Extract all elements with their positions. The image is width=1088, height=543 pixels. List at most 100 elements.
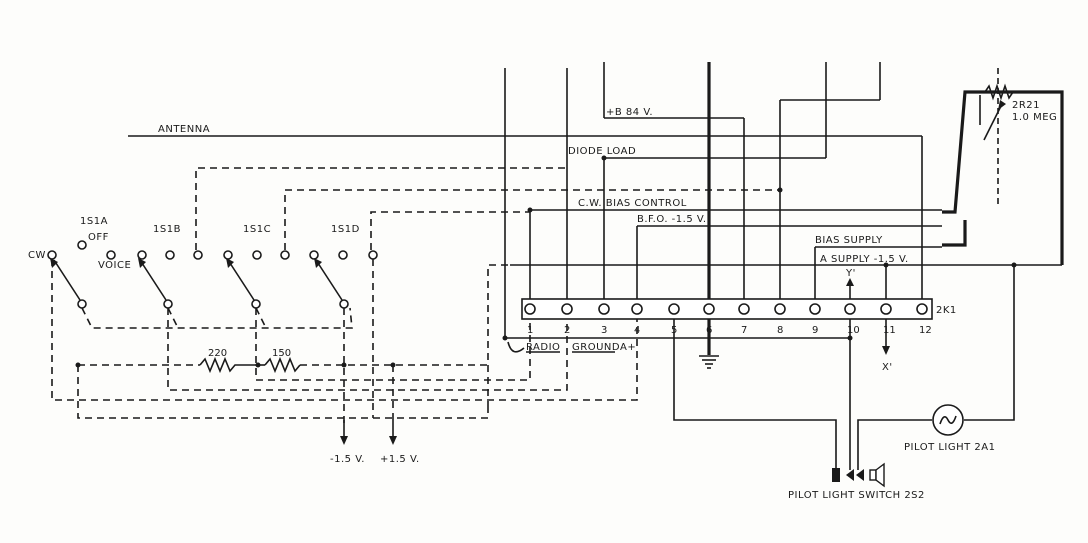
terminal-number: 7	[741, 325, 747, 336]
switch-arrow	[314, 258, 322, 268]
pilot-wire	[673, 319, 837, 470]
junction	[255, 362, 261, 368]
pot-resistor	[984, 83, 1014, 101]
s1b-label: 1S1B	[153, 224, 181, 235]
terminal-8	[774, 303, 786, 315]
y-prime-label: Y'	[845, 268, 856, 279]
switch-contact	[338, 250, 348, 260]
cw-label: CW	[28, 250, 46, 261]
junction	[502, 335, 508, 341]
terminal-10	[844, 303, 856, 315]
resistor-220	[199, 356, 255, 374]
dashed-wire	[167, 308, 568, 391]
a-plus-label: A+	[620, 342, 636, 353]
terminal-number: 8	[777, 325, 783, 336]
s1c-label: 1S1C	[243, 224, 271, 235]
junction	[883, 262, 889, 268]
terminal-number: 12	[919, 325, 932, 336]
pot-lead	[942, 90, 985, 214]
junction	[601, 155, 607, 161]
switch-contact	[106, 250, 116, 260]
b-plus-label: +B 84 V.	[606, 107, 653, 118]
bfo-label: B.F.O. -1.5 V.	[637, 214, 707, 225]
pilot-wire	[857, 419, 932, 470]
switch-pivot	[77, 299, 87, 309]
antenna-label: ANTENNA	[158, 124, 210, 135]
speaker-icon	[869, 469, 877, 481]
switch-contact	[368, 250, 378, 260]
switch-arrow	[138, 258, 146, 268]
switch-arm	[53, 259, 81, 301]
speaker-cone	[875, 462, 885, 488]
junction	[527, 207, 533, 213]
supply-arrow	[389, 436, 397, 445]
junction	[341, 362, 347, 368]
pot-name-label: 2R21	[1012, 100, 1040, 111]
terminal-6	[703, 303, 715, 315]
switch-contact	[223, 250, 233, 260]
switch-pivot	[339, 299, 349, 309]
switch-pivot	[251, 299, 261, 309]
s1d-label: 1S1D	[331, 224, 360, 235]
switch-gang	[255, 307, 267, 329]
x-arrow	[882, 346, 890, 355]
switch-pivot	[163, 299, 173, 309]
switch-contact	[856, 469, 864, 481]
ground-loop	[507, 341, 525, 353]
resistor-150	[264, 356, 301, 374]
switch-contact	[309, 250, 319, 260]
switch-contact	[193, 250, 203, 260]
pilot-light-label: PILOT LIGHT 2A1	[904, 442, 996, 453]
switch-contact	[846, 469, 854, 481]
terminal-number: 1	[527, 325, 533, 336]
pilot-switch-label: PILOT LIGHT SWITCH 2S2	[788, 490, 925, 501]
terminal-2	[561, 303, 573, 315]
s1a-label: 1S1A	[80, 216, 108, 227]
off-label: OFF	[88, 232, 109, 243]
terminal-9	[809, 303, 821, 315]
switch-contact	[280, 250, 290, 260]
terminal-4	[631, 303, 643, 315]
dashed-wire	[51, 259, 638, 401]
switch-contact	[47, 250, 57, 260]
neg-supply-label: -1.5 V.	[330, 454, 365, 465]
switch-arm	[139, 259, 167, 301]
pilot-wire	[964, 265, 1015, 421]
terminal-5	[668, 303, 680, 315]
radio-label: RADIO	[526, 342, 560, 353]
terminal-11	[880, 303, 892, 315]
switch-contact	[77, 240, 87, 250]
terminal-1	[524, 303, 536, 315]
junction	[777, 187, 783, 193]
terminal-number: 9	[812, 325, 818, 336]
switch-arrow	[226, 258, 234, 268]
switch-contact	[137, 250, 147, 260]
diode-load-label: DIODE LOAD	[568, 146, 636, 157]
voice-label: VOICE	[98, 260, 131, 271]
r220-label: 220	[208, 348, 227, 359]
terminal-block-label: 2K1	[936, 305, 957, 316]
terminal-number: 3	[601, 325, 607, 336]
pos-supply-label: +1.5 V.	[380, 454, 420, 465]
switch-arm	[315, 259, 343, 301]
dashed-wire	[77, 365, 489, 419]
switch-contact	[165, 250, 175, 260]
lamp-filament	[939, 415, 957, 425]
dashed-wire	[487, 264, 510, 408]
dashed-wire	[370, 211, 530, 250]
cw-bias-label: C.W. BIAS CONTROL	[578, 198, 687, 209]
terminal-number: 10	[847, 325, 860, 336]
terminal-3	[598, 303, 610, 315]
terminal-12	[916, 303, 928, 315]
r150-label: 150	[272, 348, 291, 359]
pot-arrow	[998, 100, 1006, 110]
terminal-7	[738, 303, 750, 315]
switch-gang	[81, 307, 353, 329]
dashed-wire	[284, 189, 780, 250]
a-supply-label: A SUPPLY -1.5 V.	[820, 254, 909, 265]
supply-arrow	[340, 436, 348, 445]
switch-arm	[227, 259, 255, 301]
terminal-number: 11	[883, 325, 896, 336]
